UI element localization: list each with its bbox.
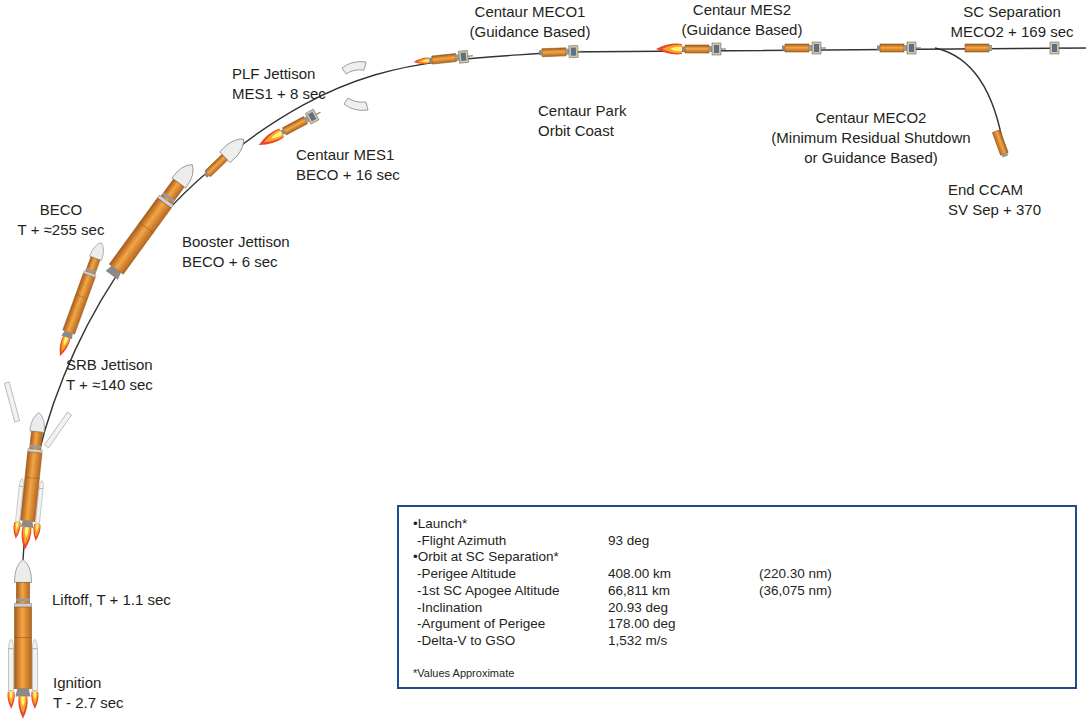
data-text: -Argument of Perigee: [417, 616, 545, 632]
data-text: (36,075 nm): [759, 583, 832, 599]
data-text: 93 deg: [608, 533, 649, 549]
data-text: -Flight Azimuth: [417, 533, 506, 549]
data-text: -Inclination: [417, 600, 482, 616]
ccam-label: End CCAM SV Sep + 370: [948, 180, 1041, 220]
srb-jettison-label: SRB Jettison T + ≈140 sec: [66, 355, 153, 395]
mes2-label: Centaur MES2 (Guidance Based): [667, 0, 817, 40]
data-text: 178.00 deg: [608, 616, 676, 632]
data-text: (220.30 nm): [759, 566, 832, 582]
data-text: •Orbit at SC Separation*: [413, 549, 559, 565]
ignition-label: Ignition T - 2.7 sec: [53, 673, 124, 713]
liftoff-label: Liftoff, T + 1.1 sec: [52, 590, 171, 610]
meco2-label: Centaur MECO2 (Minimum Residual Shutdown…: [746, 108, 996, 168]
beco-label: BECO T + ≈255 sec: [8, 200, 114, 240]
park-orbit-label: Centaur Park Orbit Coast: [538, 101, 626, 141]
data-text: -Perigee Altitude: [417, 566, 516, 582]
orbit-data-box: •Launch*-Flight Azimuth 93 deg •Orbit at S…: [397, 505, 1077, 689]
meco1-label: Centaur MECO1 (Guidance Based): [455, 2, 605, 42]
mes1-label: Centaur MES1 BECO + 16 sec: [296, 145, 400, 185]
data-text: 20.93 deg: [608, 600, 668, 616]
data-text: -Delta-V to GSO: [417, 633, 515, 649]
footnote: *Values Approximate: [413, 665, 514, 681]
data-text: •Launch*: [413, 516, 467, 532]
data-text: -1st SC Apogee Altitude: [417, 583, 560, 599]
data-text: 1,532 m/s: [608, 633, 667, 649]
separation-label: SC Separation MECO2 + 169 sec: [942, 2, 1082, 42]
data-text: 408.00 km: [608, 566, 671, 582]
data-text: 66,811 km: [608, 583, 670, 599]
plf-jettison-label: PLF Jettison MES1 + 8 sec: [232, 64, 326, 104]
booster-jettison-label: Booster Jettison BECO + 6 sec: [182, 232, 290, 272]
